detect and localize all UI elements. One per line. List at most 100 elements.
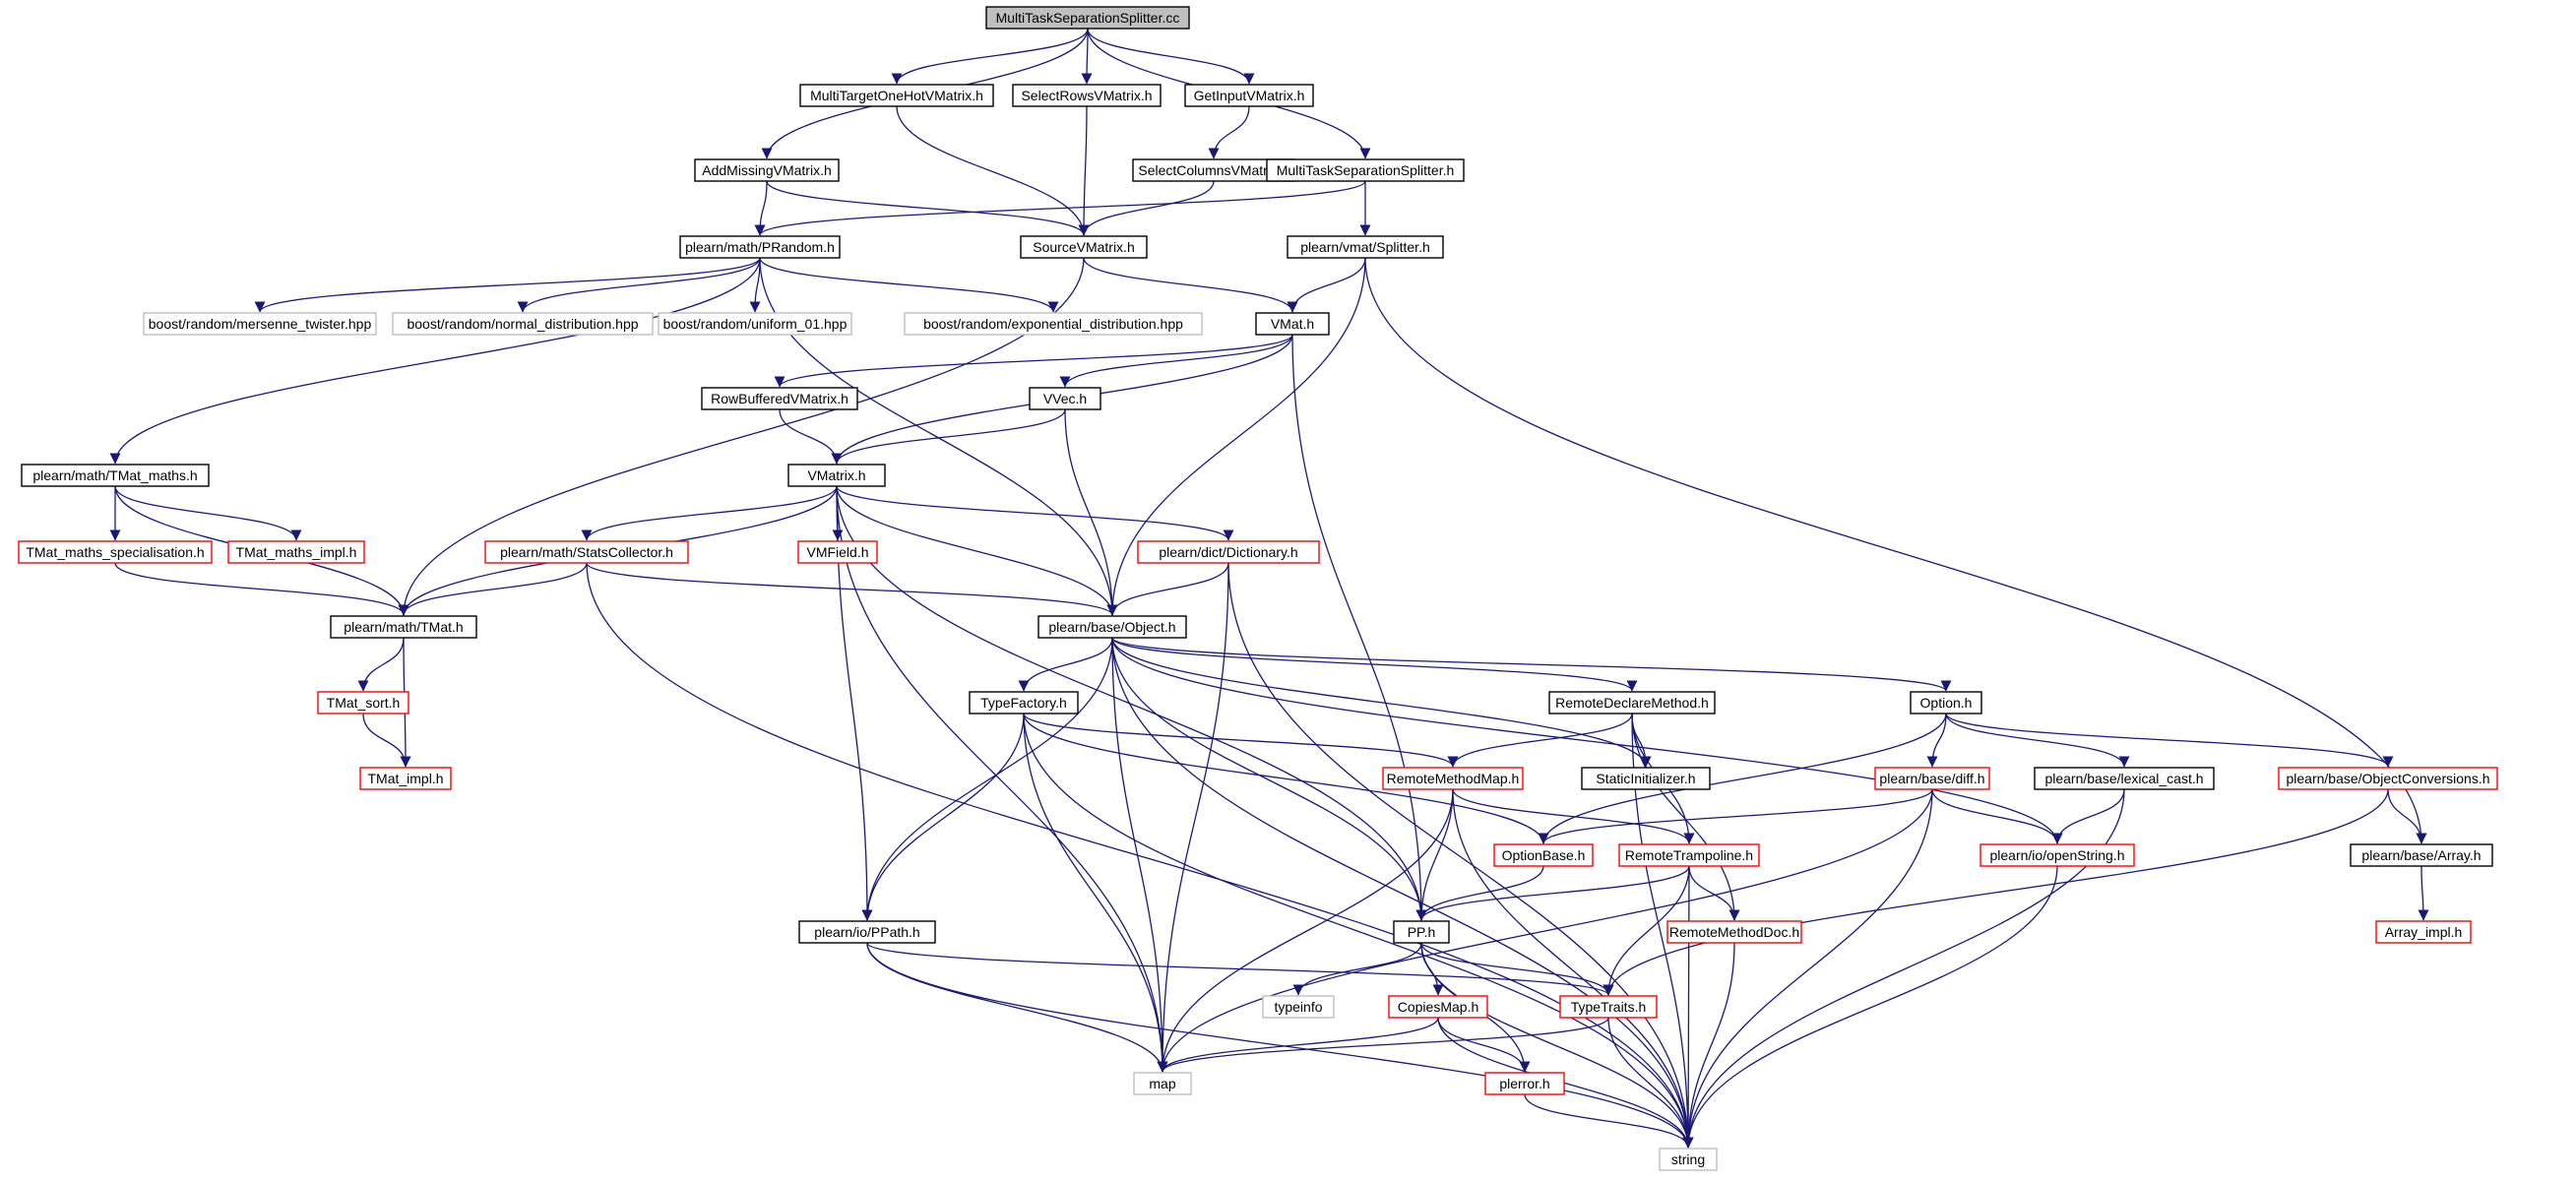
edge-Splitter_h-to-VMat_h: [1287, 257, 1366, 313]
node-box: [2375, 920, 2472, 944]
node-box: [1559, 995, 1658, 1019]
node-tmat-h[interactable]: plearn/math/TMat.h: [330, 615, 477, 639]
edge-Object_h-to-TypeFactory_h: [1018, 637, 1113, 692]
edge-RemoteDeclareMethod_h-to-RemoteMethodDoc_h: [1631, 713, 1740, 921]
node-label: VMField.h: [806, 544, 868, 560]
node-vmfield-h[interactable]: VMField.h: [797, 540, 878, 564]
node-array-h[interactable]: plearn/base/Array.h: [2350, 843, 2493, 867]
edge-SourceVMatrix_h-to-VMat_h: [1083, 257, 1298, 313]
node-exponential-distribution-hpp: boost/random/exponential_distribution.hp…: [904, 312, 1203, 336]
node-label: TMat_impl.h: [367, 771, 443, 786]
edge-lexical_cast_h-to-string: [1682, 788, 2125, 1149]
node-getinputvmatrix-h[interactable]: GetInputVMatrix.h: [1184, 84, 1314, 107]
edge-MultiTaskSeparationSplitter_cc-to-GetInputVMatrix_h: [1087, 28, 1255, 85]
node-box: [2034, 767, 2215, 790]
node-box: [985, 6, 1190, 30]
node-typetraits-h[interactable]: TypeTraits.h: [1559, 995, 1658, 1019]
node-diff-h[interactable]: plearn/base/diff.h: [1874, 767, 1990, 790]
node-remotedeclaremethod-h[interactable]: RemoteDeclareMethod.h: [1548, 691, 1716, 715]
node-box: [392, 312, 654, 336]
node-tmat-sort-h[interactable]: TMat_sort.h: [317, 691, 409, 715]
node-box: [143, 312, 377, 336]
edge-Splitter_h-to-Object_h: [1106, 257, 1366, 616]
edge-RemoteDeclareMethod_h-to-StaticInitializer_h: [1631, 713, 1652, 768]
node-normal-distribution-hpp: boost/random/normal_distribution.hpp: [392, 312, 654, 336]
edge-Splitter_h-to-Array_h: [1364, 257, 2427, 844]
node-remotetrampoline-h[interactable]: RemoteTrampoline.h: [1618, 843, 1760, 867]
node-label: plearn/io/PPath.h: [814, 924, 919, 940]
node-remotemethodmap-h[interactable]: RemoteMethodMap.h: [1382, 767, 1524, 790]
node-sourcevmatrix-h[interactable]: SourceVMatrix.h: [1020, 235, 1148, 259]
node-label: SelectColumnsVMatrix.h: [1138, 162, 1288, 178]
node-label: plearn/base/Object.h: [1048, 619, 1175, 635]
node-box: [1020, 235, 1148, 259]
node-vvec-h[interactable]: VVec.h: [1029, 387, 1101, 410]
node-multitargetonehotvmatrix-h[interactable]: MultiTargetOneHotVMatrix.h: [799, 84, 994, 107]
node-tmat-maths-impl-h[interactable]: TMat_maths_impl.h: [227, 540, 365, 564]
edge-PP_h-to-TypeTraits_h: [1420, 942, 1614, 996]
node-openstring-h[interactable]: plearn/io/openString.h: [1979, 843, 2135, 867]
node-objectconversions-h[interactable]: plearn/base/ObjectConversions.h: [2278, 767, 2498, 790]
node-statscollector-h[interactable]: plearn/math/StatsCollector.h: [484, 540, 689, 564]
edge-RemoteMethodMap_h-to-RemoteTrampoline_h: [1452, 788, 1695, 844]
edge-TypeFactory_h-to-PPath_h: [861, 713, 1025, 921]
node-label: MultiTargetOneHotVMatrix.h: [810, 88, 983, 103]
edge-GetInputVMatrix_h-to-SelectColumnsVMatrix_h: [1208, 105, 1250, 159]
node-multitaskseparationsplitter-h[interactable]: MultiTaskSeparationSplitter.h: [1266, 158, 1465, 182]
node-lexical-cast-h[interactable]: plearn/base/lexical_cast.h: [2034, 767, 2215, 790]
edge-MultiTaskSeparationSplitter_cc-to-MultiTargetOneHotVMatrix_h: [891, 28, 1089, 85]
node-uniform-01-hpp: boost/random/uniform_01.hpp: [658, 312, 852, 336]
node-tmat-maths-h[interactable]: plearn/math/TMat_maths.h: [21, 464, 210, 487]
node-box: [2278, 767, 2498, 790]
node-box: [798, 920, 936, 944]
node-box: [701, 387, 858, 410]
edge-PPath_h-to-TypeTraits_h: [866, 942, 1614, 996]
node-copiesmap-h[interactable]: CopiesMap.h: [1388, 995, 1488, 1019]
node-ppath-h[interactable]: plearn/io/PPath.h: [798, 920, 936, 944]
node-prandom-h[interactable]: plearn/math/PRandom.h: [679, 235, 841, 259]
node-rowbufferedvmatrix-h[interactable]: RowBufferedVMatrix.h: [701, 387, 858, 410]
node-label: plearn/math/TMat_maths.h: [32, 467, 197, 483]
edge-Object_h-to-PP_h: [1111, 637, 1427, 921]
node-box: [1666, 920, 1802, 944]
node-selectrowsvmatrix-h[interactable]: SelectRowsVMatrix.h: [1012, 84, 1162, 107]
edge-Object_h-to-map: [1111, 637, 1168, 1073]
node-multitaskseparationsplitter-cc[interactable]: MultiTaskSeparationSplitter.cc: [985, 6, 1190, 30]
node-vmat-h[interactable]: VMat.h: [1255, 312, 1330, 336]
node-vmatrix-h[interactable]: VMatrix.h: [787, 464, 886, 487]
node-staticinitializer-h[interactable]: StaticInitializer.h: [1581, 767, 1711, 790]
edge-VMat_h-to-RowBufferedVMatrix_h: [774, 334, 1293, 388]
edge-RemoteTrampoline_h-to-RemoteMethodDoc_h: [1688, 865, 1740, 921]
node-remotemethoddoc-h[interactable]: RemoteMethodDoc.h: [1666, 920, 1802, 944]
node-box: [1029, 387, 1101, 410]
edge-TypeFactory_h-to-RemoteMethodMap_h: [1023, 713, 1459, 768]
edge-Object_h-to-openString_h: [1111, 637, 2063, 844]
node-tmat-maths-specialisation-h[interactable]: TMat_maths_specialisation.h: [18, 540, 213, 564]
node-box: [658, 312, 852, 336]
edge-SelectColumnsVMatrix_h-to-SourceVMatrix_h: [1078, 180, 1215, 236]
node-array-impl-h[interactable]: Array_impl.h: [2375, 920, 2472, 944]
node-label: plearn/base/diff.h: [1879, 771, 1984, 786]
edge-Object_h-to-RemoteDeclareMethod_h: [1111, 637, 1638, 692]
node-label: SourceVMatrix.h: [1033, 239, 1134, 255]
node-box: [1548, 691, 1716, 715]
node-map: map: [1133, 1072, 1192, 1095]
node-plerror-h[interactable]: plerror.h: [1484, 1072, 1565, 1095]
node-option-h[interactable]: Option.h: [1910, 691, 1982, 715]
node-dictionary-h[interactable]: plearn/dict/Dictionary.h: [1137, 540, 1320, 564]
edge-TMat_maths_h-to-TMat_maths_impl_h: [114, 485, 302, 541]
edge-TypeTraits_h-to-map: [1157, 1017, 1609, 1073]
node-addmissingvmatrix-h[interactable]: AddMissingVMatrix.h: [694, 158, 840, 182]
node-optionbase-h[interactable]: OptionBase.h: [1493, 843, 1594, 867]
node-typefactory-h[interactable]: TypeFactory.h: [969, 691, 1079, 715]
node-object-h[interactable]: plearn/base/Object.h: [1037, 615, 1187, 639]
node-pp-h[interactable]: PP.h: [1393, 920, 1450, 944]
edge-diff_h-to-openString_h: [1931, 788, 2063, 844]
edge-ObjectConversions_h-to-Array_h: [2387, 788, 2427, 844]
node-typeinfo: typeinfo: [1262, 995, 1335, 1019]
node-tmat-impl-h[interactable]: TMat_impl.h: [359, 767, 452, 790]
node-splitter-h[interactable]: plearn/vmat/Splitter.h: [1287, 235, 1444, 259]
node-box: [1012, 84, 1162, 107]
edge-VMatrix_h-to-Dictionary_h: [836, 485, 1234, 541]
node-label: RemoteDeclareMethod.h: [1555, 695, 1709, 711]
